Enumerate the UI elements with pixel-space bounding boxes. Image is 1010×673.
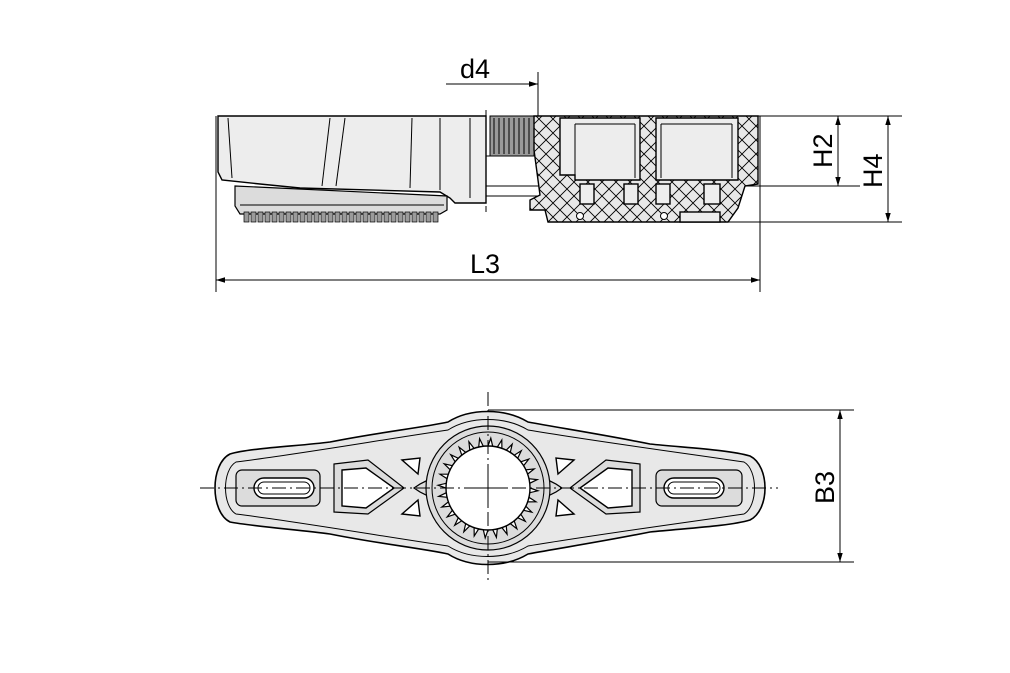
label-h2: H2 [808, 133, 838, 168]
base-tooth [355, 211, 362, 223]
dimension-b3: B3 [488, 409, 854, 563]
triangle-lr [555, 498, 576, 517]
base-tooth [418, 211, 425, 223]
dimension-h2: H2 [745, 115, 860, 187]
base-tooth [264, 211, 271, 223]
base-tooth [369, 211, 376, 223]
triangle-ll [400, 498, 421, 517]
label-h4: H4 [858, 153, 888, 188]
dimension-l3: L3 [215, 116, 761, 292]
base-tooth [404, 211, 411, 223]
knurl-band [489, 115, 535, 157]
dimension-d4: d4 [446, 54, 539, 116]
base-tooth [411, 211, 418, 223]
base-tooth [243, 211, 250, 223]
label-l3: L3 [470, 249, 500, 279]
triangle-ur [555, 457, 576, 476]
base-tooth [397, 211, 404, 223]
base-tooth [292, 211, 299, 223]
cavity-right [655, 117, 739, 181]
base-tooth [348, 211, 355, 223]
label-d4: d4 [460, 54, 490, 84]
base-tooth [250, 211, 257, 223]
base-tooth [334, 211, 341, 223]
base-tooth [285, 211, 292, 223]
label-b3: B3 [810, 471, 840, 504]
base-tooth [306, 211, 313, 223]
cavity-left [559, 117, 641, 181]
base-tooth [341, 211, 348, 223]
triangle-ul [400, 457, 421, 476]
base-tooth [320, 211, 327, 223]
side-view-base [234, 185, 448, 215]
base-tooth [432, 211, 439, 223]
base-tooth [313, 211, 320, 223]
base-tooth [278, 211, 285, 223]
side-view [217, 115, 759, 223]
side-view-left-body [217, 115, 487, 204]
bottom-teeth [243, 211, 439, 223]
base-tooth [376, 211, 383, 223]
base-tooth [299, 211, 306, 223]
dimension-h4: H4 [728, 115, 902, 223]
base-tooth [425, 211, 432, 223]
base-tooth [257, 211, 264, 223]
base-tooth [362, 211, 369, 223]
base-tooth [383, 211, 390, 223]
base-tooth [390, 211, 397, 223]
base-tooth [327, 211, 334, 223]
base-tooth [271, 211, 278, 223]
